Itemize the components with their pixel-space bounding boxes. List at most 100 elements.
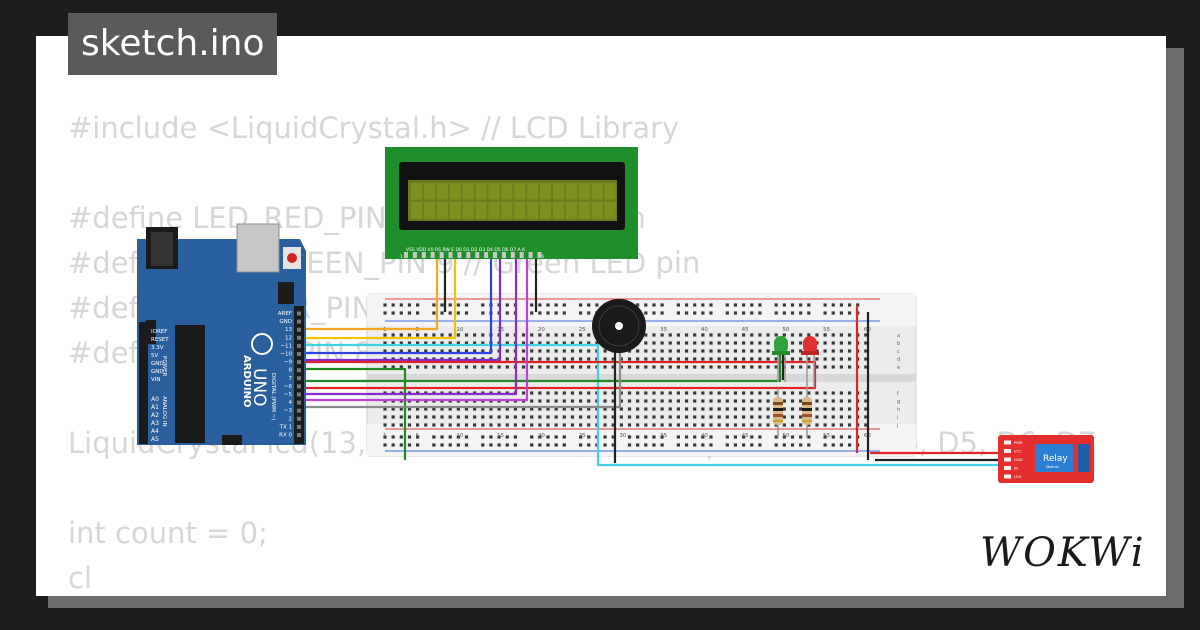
breadboard-hole[interactable] xyxy=(652,349,656,353)
breadboard-hole[interactable] xyxy=(823,423,827,427)
breadboard-hole[interactable] xyxy=(684,423,689,427)
breadboard-hole[interactable] xyxy=(782,333,786,337)
breadboard-hole[interactable] xyxy=(554,349,558,353)
breadboard-hole[interactable] xyxy=(521,357,526,361)
breadboard-hole[interactable] xyxy=(424,407,428,411)
breadboard-hole[interactable] xyxy=(668,407,672,411)
breadboard-hole[interactable] xyxy=(636,365,640,369)
breadboard-hole[interactable] xyxy=(562,391,566,395)
breadboard-hole[interactable] xyxy=(684,349,689,353)
breadboard-hole[interactable] xyxy=(603,415,607,419)
breadboard-hole[interactable] xyxy=(676,391,680,395)
breadboard-hole[interactable] xyxy=(750,407,754,411)
breadboard-hole[interactable] xyxy=(464,407,469,411)
digital-pin[interactable] xyxy=(297,416,301,421)
power-rail-hole[interactable] xyxy=(464,311,469,315)
breadboard-hole[interactable] xyxy=(464,349,469,353)
digital-pin[interactable] xyxy=(297,360,301,365)
power-rail-hole[interactable] xyxy=(497,443,501,447)
breadboard-hole[interactable] xyxy=(864,357,868,361)
power-rail-hole[interactable] xyxy=(530,443,534,447)
power-rail-hole[interactable] xyxy=(603,443,607,447)
breadboard-hole[interactable] xyxy=(440,407,444,411)
power-rail-hole[interactable] xyxy=(676,435,680,439)
breadboard-hole[interactable] xyxy=(603,407,607,411)
breadboard-hole[interactable] xyxy=(513,415,517,419)
digital-pin[interactable] xyxy=(297,327,301,332)
breadboard-hole[interactable] xyxy=(742,391,746,395)
breadboard-hole[interactable] xyxy=(497,415,501,419)
breadboard-hole[interactable] xyxy=(831,391,835,395)
power-rail-hole[interactable] xyxy=(440,311,444,315)
lcd-pin[interactable] xyxy=(404,252,408,258)
power-rail-hole[interactable] xyxy=(725,303,729,307)
power-rail-hole[interactable] xyxy=(782,443,786,447)
breadboard-hole[interactable] xyxy=(464,415,469,419)
breadboard-hole[interactable] xyxy=(815,333,819,337)
breadboard-hole[interactable] xyxy=(742,415,746,419)
breadboard-hole[interactable] xyxy=(774,423,778,427)
breadboard-hole[interactable] xyxy=(570,407,575,411)
breadboard-hole[interactable] xyxy=(473,333,477,337)
breadboard-hole[interactable] xyxy=(750,399,754,403)
breadboard-hole[interactable] xyxy=(790,415,795,419)
breadboard-hole[interactable] xyxy=(448,407,452,411)
power-rail-hole[interactable] xyxy=(383,435,387,439)
power-rail-hole[interactable] xyxy=(587,435,591,439)
breadboard-hole[interactable] xyxy=(807,357,811,361)
power-rail-hole[interactable] xyxy=(652,435,656,439)
breadboard-hole[interactable] xyxy=(676,333,680,337)
breadboard-hole[interactable] xyxy=(448,423,452,427)
breadboard-hole[interactable] xyxy=(709,399,713,403)
breadboard-hole[interactable] xyxy=(742,357,746,361)
power-rail-hole[interactable] xyxy=(652,311,656,315)
breadboard-hole[interactable] xyxy=(831,415,835,419)
breadboard-hole[interactable] xyxy=(546,407,550,411)
breadboard-hole[interactable] xyxy=(538,407,542,411)
breadboard-hole[interactable] xyxy=(709,415,713,419)
digital-pin[interactable] xyxy=(297,408,301,413)
breadboard-hole[interactable] xyxy=(383,415,387,419)
breadboard-hole[interactable] xyxy=(473,415,477,419)
breadboard-hole[interactable] xyxy=(587,333,591,337)
breadboard-hole[interactable] xyxy=(831,423,835,427)
breadboard-hole[interactable] xyxy=(758,391,762,395)
breadboard-hole[interactable] xyxy=(554,399,558,403)
breadboard-hole[interactable] xyxy=(676,365,680,369)
breadboard-hole[interactable] xyxy=(456,365,460,369)
breadboard-hole[interactable] xyxy=(587,399,591,403)
relay-pin[interactable] xyxy=(1004,457,1011,462)
file-tab[interactable]: sketch.ino xyxy=(68,13,278,75)
breadboard-hole[interactable] xyxy=(839,365,843,369)
power-rail-hole[interactable] xyxy=(489,443,493,447)
breadboard-hole[interactable] xyxy=(587,391,591,395)
breadboard-hole[interactable] xyxy=(733,365,738,369)
power-rail-hole[interactable] xyxy=(595,303,599,307)
power-rail-hole[interactable] xyxy=(579,443,583,447)
breadboard-hole[interactable] xyxy=(627,415,632,419)
power-rail-hole[interactable] xyxy=(750,443,754,447)
breadboard-hole[interactable] xyxy=(839,333,843,337)
breadboard-hole[interactable] xyxy=(562,407,566,411)
breadboard-hole[interactable] xyxy=(416,415,420,419)
power-rail-hole[interactable] xyxy=(416,311,420,315)
breadboard-hole[interactable] xyxy=(799,357,803,361)
digital-pin[interactable] xyxy=(297,343,301,348)
breadboard-hole[interactable] xyxy=(823,407,827,411)
breadboard-hole[interactable] xyxy=(627,399,632,403)
power-rail-hole[interactable] xyxy=(709,311,713,315)
breadboard-hole[interactable] xyxy=(750,415,754,419)
breadboard-hole[interactable] xyxy=(399,333,403,337)
breadboard-hole[interactable] xyxy=(562,365,566,369)
breadboard-hole[interactable] xyxy=(636,407,640,411)
breadboard-hole[interactable] xyxy=(407,365,412,369)
breadboard-hole[interactable] xyxy=(676,423,680,427)
power-rail-hole[interactable] xyxy=(636,443,640,447)
breadboard-hole[interactable] xyxy=(709,365,713,369)
breadboard-hole[interactable] xyxy=(815,391,819,395)
power-rail-hole[interactable] xyxy=(505,435,509,439)
breadboard-hole[interactable] xyxy=(538,423,542,427)
breadboard-hole[interactable] xyxy=(383,349,387,353)
power-rail-hole[interactable] xyxy=(538,435,542,439)
breadboard-hole[interactable] xyxy=(627,357,632,361)
